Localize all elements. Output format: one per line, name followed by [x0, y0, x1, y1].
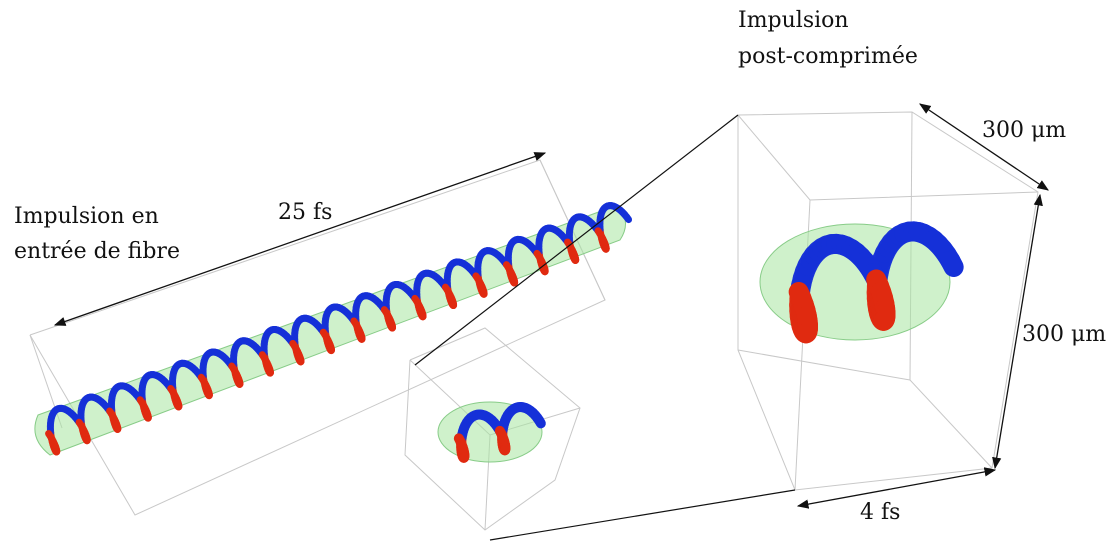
- helix-segment: [940, 250, 964, 277]
- input-pulse-label-line2: entrée de fibre: [14, 239, 180, 264]
- helix-segment: [534, 415, 546, 429]
- width-side-label: 300 μm: [1022, 322, 1107, 347]
- width-side-arrow: [992, 193, 1043, 470]
- width-top-arrow: [919, 103, 1049, 191]
- width-top-label: 300 μm: [982, 118, 1067, 143]
- compressed-pulse-zoom-helix: [788, 221, 964, 344]
- input-duration-arrow: [53, 152, 547, 326]
- output-pulse-label-line2: post-comprimée: [738, 44, 918, 69]
- compressed-pulse-small-helix: [453, 402, 546, 463]
- dimension-arrows: [53, 103, 1049, 509]
- input-duration-label: 25 fs: [278, 200, 333, 225]
- helix-segment: [796, 322, 817, 344]
- input-pulse-label-line1: Impulsion en: [14, 204, 159, 229]
- output-pulse-label-line1: Impulsion: [738, 8, 849, 33]
- helix-segment: [623, 213, 633, 224]
- output-duration-arrow: [796, 467, 997, 509]
- output-duration-label: 4 fs: [860, 500, 901, 525]
- helix-segment: [873, 310, 895, 331]
